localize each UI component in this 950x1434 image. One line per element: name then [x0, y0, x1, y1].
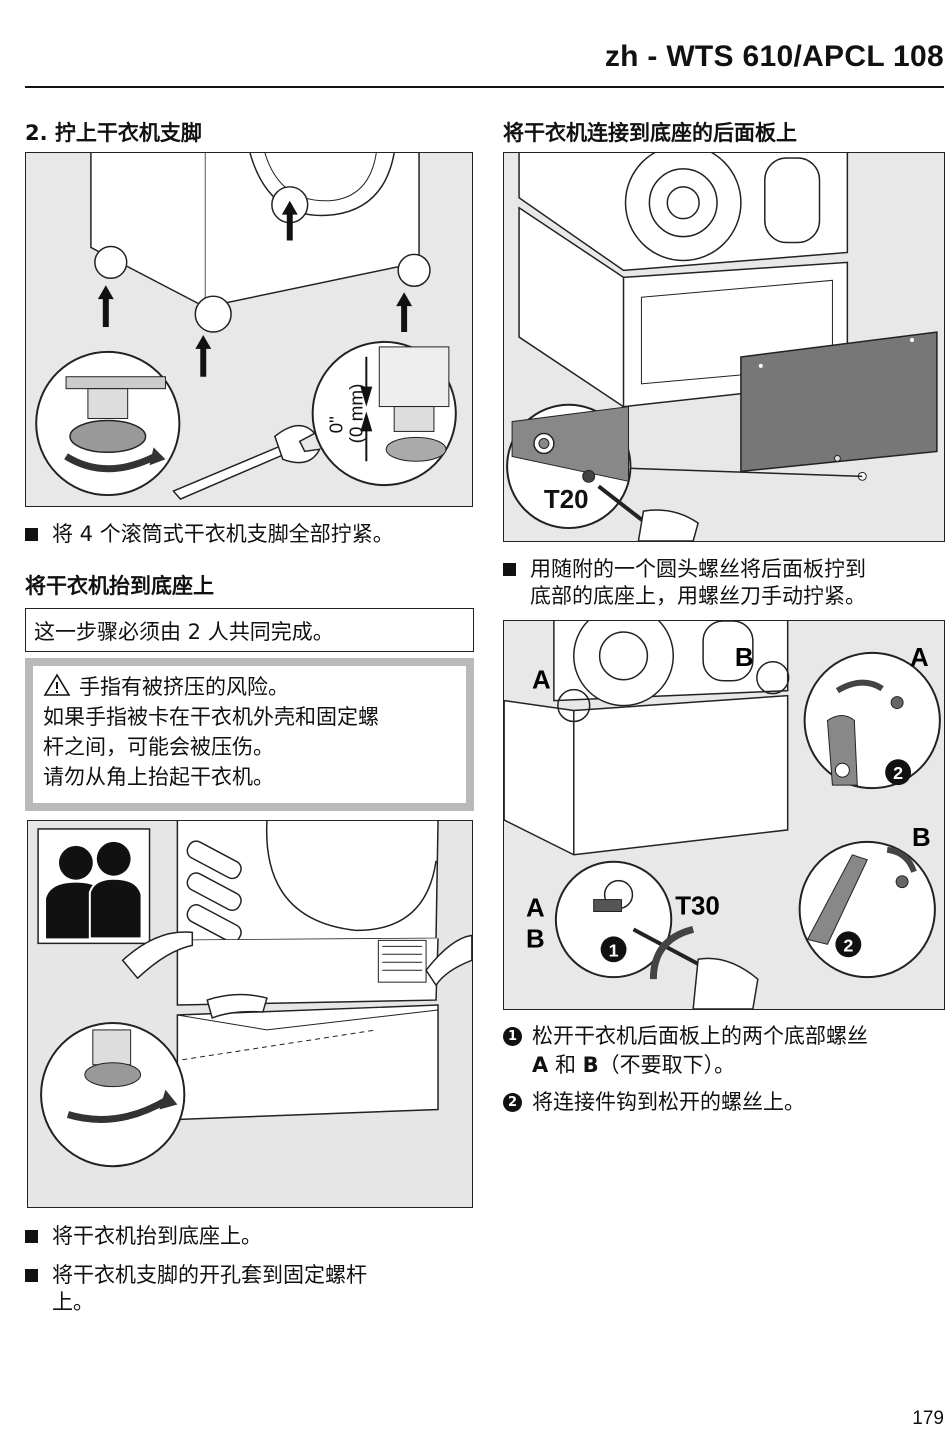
label-b-top: B	[735, 644, 754, 672]
feet-gap-label-top: 0"	[326, 416, 347, 433]
step-2-instruction: 2 将连接件钩到松开的螺丝上。	[503, 1088, 943, 1117]
step-1-marker: 1	[503, 1027, 522, 1046]
bullet-fit-feet: 将干衣机支脚的开孔套到固定螺杆 上。	[25, 1262, 465, 1316]
label-b-zoom: B	[912, 824, 931, 852]
two-person-note: 这一步骤必须由 2 人共同完成。	[25, 608, 474, 652]
warning-line-1: 如果手指被卡在干衣机外壳和固定螺	[43, 705, 379, 729]
step-heading: 2. 拧上干衣机支脚	[25, 121, 202, 145]
figure-lift-dryer	[27, 820, 473, 1208]
bullet-square-icon	[25, 1230, 38, 1243]
torx-t20-label: T20	[544, 486, 589, 514]
label-ab-a: A	[526, 894, 545, 922]
step-2-badge-a: 2	[893, 763, 903, 783]
bullet-fit-rear-panel: 用随附的一个圆头螺丝将后面板拧到 底部的底座上，用螺丝刀手动拧紧。	[503, 556, 943, 610]
bullet-tighten-feet: 将 4 个滚筒式干衣机支脚全部拧紧。	[25, 521, 465, 548]
step-2-badge-b: 2	[843, 935, 853, 955]
page-header-title: zh - WTS 610/APCL 108	[604, 40, 944, 73]
bullet-square-icon	[25, 1269, 38, 1282]
header-rule	[25, 86, 944, 88]
warning-title: 手指有被挤压的风险。	[79, 675, 289, 699]
bullet-lift-on-base: 将干衣机抬到底座上。	[25, 1223, 465, 1250]
warning-line-2: 杆之间，可能会被压伤。	[43, 735, 274, 759]
bullet-square-icon	[25, 528, 38, 541]
figure-rear-panel: T20	[503, 152, 945, 542]
figure-tighten-feet: 0" (0 mm)	[25, 152, 473, 507]
connect-heading: 将干衣机连接到底座的后面板上	[503, 121, 797, 145]
label-a-top: A	[532, 667, 551, 695]
warning-box: 手指有被挤压的风险。 如果手指被卡在干衣机外壳和固定螺 杆之间，可能会被压伤。 …	[25, 658, 474, 811]
warning-line-3: 请勿从角上抬起干衣机。	[43, 765, 274, 789]
label-a-zoom: A	[910, 644, 929, 672]
figure-connectors: A B A 2 B 2 1 A B T30	[503, 620, 945, 1010]
step-1-badge: 1	[609, 940, 619, 960]
page-number: 179	[912, 1408, 944, 1429]
bullet-square-icon	[503, 563, 516, 576]
feet-gap-label-bottom: (0 mm)	[346, 384, 367, 444]
lift-heading: 将干衣机抬到底座上	[25, 574, 214, 598]
warning-triangle-icon	[43, 673, 71, 696]
step-1-instruction: 1 松开干衣机后面板上的两个底部螺丝 A 和 B（不要取下）。	[503, 1022, 943, 1080]
label-ab-b: B	[526, 925, 545, 953]
torx-t30-label: T30	[675, 892, 720, 920]
step-2-marker: 2	[503, 1093, 522, 1112]
